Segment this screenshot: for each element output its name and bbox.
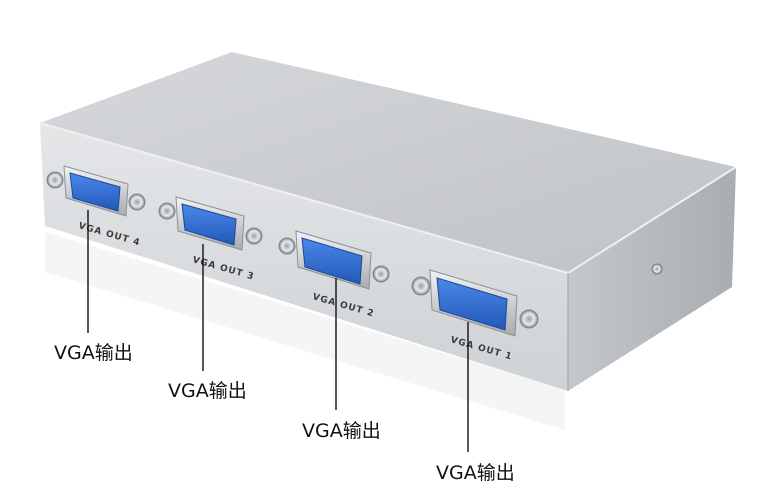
vga-port-4 <box>46 165 146 217</box>
callout-vga-output-2: VGA输出 <box>302 420 381 442</box>
vga-connector-blue <box>436 277 508 331</box>
housing-top <box>40 52 736 273</box>
callout-vga-output-4: VGA输出 <box>54 342 133 364</box>
vga-port-1 <box>411 269 539 337</box>
floor-reflection <box>45 232 565 430</box>
callout-vga-output-3: VGA输出 <box>168 380 247 402</box>
vga-connector-blue <box>301 237 363 285</box>
vga-port-3 <box>158 196 263 251</box>
vga-connector-blue <box>69 172 121 212</box>
callout-vga-output-1: VGA输出 <box>436 462 515 484</box>
vga-port-2 <box>278 230 390 290</box>
vga-connector-blue <box>181 203 237 246</box>
housing-side <box>568 167 736 391</box>
side-screw-icon <box>651 263 663 275</box>
